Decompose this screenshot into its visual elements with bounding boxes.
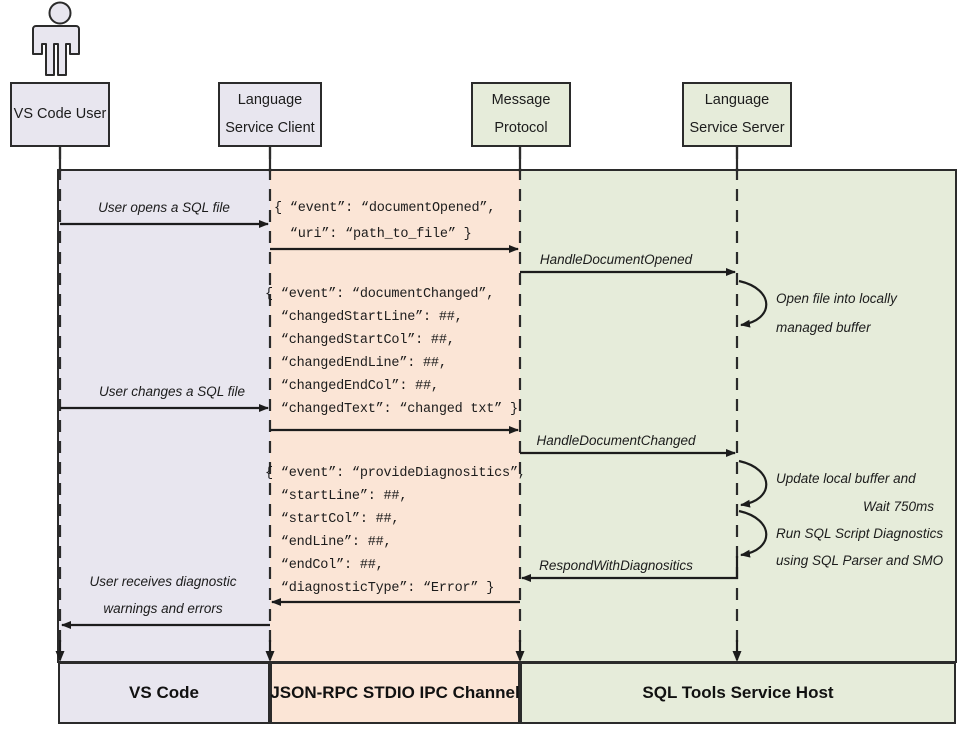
activity-bands (57, 169, 957, 663)
participant-label-language-service-client-line2: Service Client (225, 119, 315, 136)
payload-provide-diagnositics-line3: “startCol”: ##, (265, 512, 400, 527)
message-label-handle-document-changed: HandleDocumentChanged (536, 433, 696, 448)
participant-box-language-service-client[interactable]: Language Service Client (218, 82, 322, 147)
payload-document-changed-line1: { “event”: “documentChanged”, (265, 287, 495, 302)
arrow-self-open-file-buffer (738, 279, 768, 328)
message-label-user-receives-diagnostics-line2: warnings and errors (103, 601, 223, 616)
footer-label-vs-code: VS Code (129, 683, 199, 702)
arrow-self-run-diagnostics (738, 509, 768, 558)
footer-segment-vs-code[interactable]: VS Code (58, 662, 270, 724)
participant-label-language-service-client-line1: Language (237, 91, 303, 108)
payload-document-changed-line5: “changedEndCol”: ##, (265, 379, 439, 394)
lifeline-stubs (58, 147, 739, 172)
footer-segment-sql-tools[interactable]: SQL Tools Service Host (520, 662, 956, 724)
participant-label-message-protocol-line1: Message (491, 91, 551, 108)
payload-provide-diagnositics-line5: “endCol”: ##, (265, 558, 384, 573)
payload-document-opened-line2: “uri”: “path_to_file” } (274, 227, 472, 242)
participant-label-message-protocol-line2: Protocol (494, 119, 548, 136)
payload-provide-diagnositics-line6: “diagnosticType”: “Error” } (265, 581, 495, 596)
message-label-handle-document-opened: HandleDocumentOpened (539, 252, 693, 267)
payload-provide-diagnositics-line1: { “event”: “provideDiagnositics”, (265, 466, 526, 481)
participant-box-message-protocol[interactable]: Message Protocol (471, 82, 571, 147)
stick-figure-actor (32, 1, 80, 76)
payload-provide-diagnositics-line4: “endLine”: ##, (265, 535, 392, 550)
message-label-user-receives-diagnostics-line1: User receives diagnostic (89, 574, 237, 589)
payload-document-opened-line1: { “event”: “documentOpened”, (274, 201, 496, 216)
message-arrows (60, 220, 768, 629)
self-note-open-file-buffer-line1: Open file into locally (776, 291, 897, 306)
footer-segment-json-rpc[interactable]: JSON-RPC STDIO IPC Channel (270, 662, 520, 724)
payload-document-changed-line2: “changedStartLine”: ##, (265, 310, 463, 325)
self-note-update-buffer-line2: Wait 750ms (862, 499, 934, 514)
arrow-respond-with-diagnositics (521, 556, 739, 582)
message-label-respond-with-diagnositics: RespondWithDiagnositics (539, 558, 693, 573)
footer-label-sql-tools: SQL Tools Service Host (642, 683, 834, 702)
participant-label-vs-code-user: VS Code User (13, 105, 107, 122)
footer-label-json-rpc: JSON-RPC STDIO IPC Channel (270, 683, 520, 702)
payload-document-changed-line4: “changedEndLine”: ##, (265, 356, 447, 371)
payload-document-changed-line6: “changedText”: “changed txt” } (265, 402, 518, 417)
self-note-open-file-buffer-line2: managed buffer (776, 320, 871, 335)
message-label-user-opens-sql-file: User opens a SQL file (98, 200, 230, 215)
self-note-update-buffer-line1: Update local buffer and (776, 471, 916, 486)
participant-box-language-service-server[interactable]: Language Service Server (682, 82, 792, 147)
band-json-rpc (270, 170, 520, 662)
participant-label-language-service-server-line1: Language (704, 91, 770, 108)
self-note-run-diagnostics-line2: using SQL Parser and SMO (776, 553, 944, 568)
participant-box-vs-code-user[interactable]: VS Code User (10, 82, 110, 147)
arrow-self-update-buffer-wait (738, 459, 768, 508)
participant-label-language-service-server-line2: Service Server (689, 119, 785, 136)
payload-document-changed-line3: “changedStartCol”: ##, (265, 333, 455, 348)
lifeline-terminators (55, 640, 742, 662)
self-note-run-diagnostics-line1: Run SQL Script Diagnostics (776, 526, 944, 541)
band-vs-code (58, 170, 270, 662)
message-label-user-changes-sql-file: User changes a SQL file (98, 384, 246, 399)
payload-provide-diagnositics-line2: “startLine”: ##, (265, 489, 408, 504)
